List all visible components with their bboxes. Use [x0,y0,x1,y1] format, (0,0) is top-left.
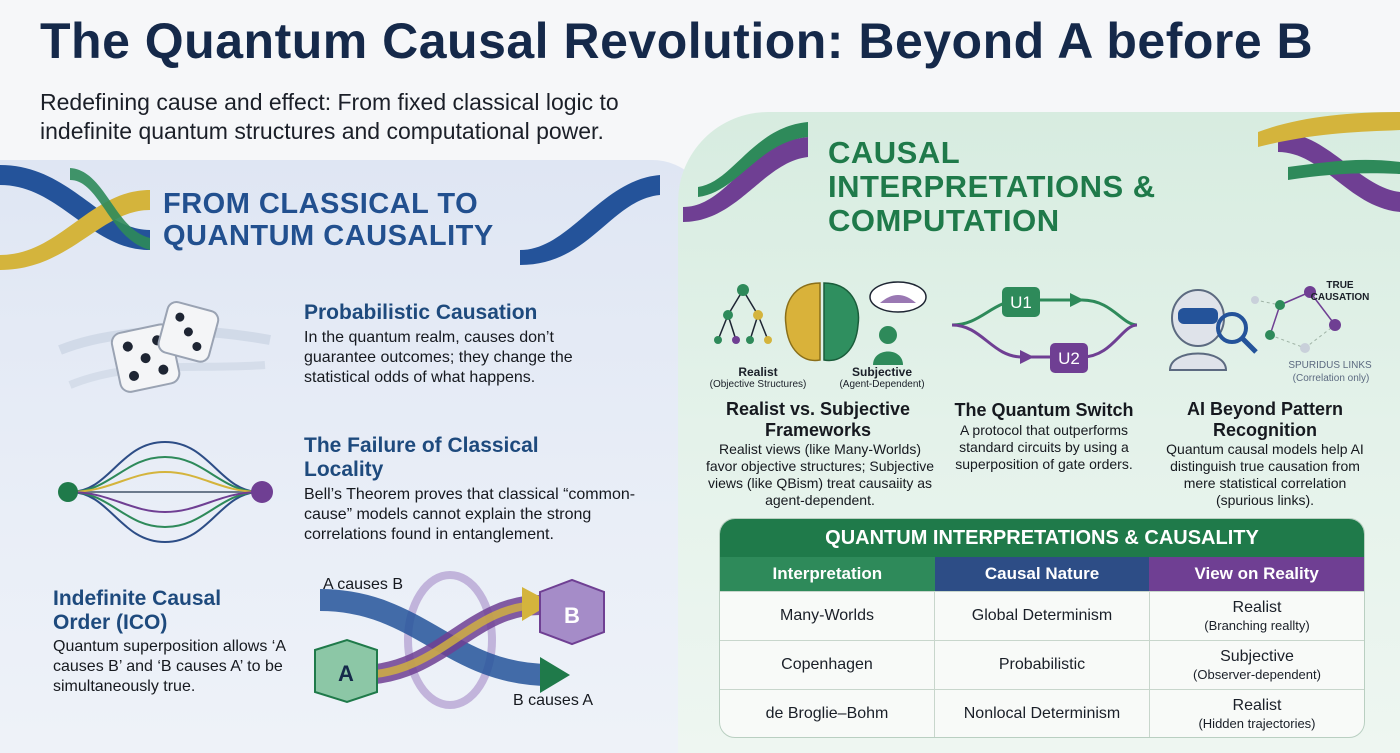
cell-view-main: Realist [1232,599,1282,616]
section-title-left: FROM CLASSICAL TO QUANTUM CAUSALITY [163,188,494,252]
item-title-locality: The Failure of Classical Locality [304,434,539,481]
cell-nature: Global Determinism [934,592,1149,640]
card-body-frameworks: Realist views (like Many-Worlds) favor o… [706,441,934,508]
cell-view: Subjective (Observer-dependent) [1149,641,1364,689]
cell-view-main: Realist [1232,697,1282,714]
col-view-on-reality: View on Reality [1149,557,1364,591]
table-header-row: Interpretation Causal Nature View on Rea… [720,557,1364,591]
label-a-causes-b: A causes B [323,576,404,593]
node-a-label: A [338,661,354,686]
cell-view: Realist (Hidden trajectories) [1149,690,1364,737]
item-body-probabilistic: In the quantum realm, causes don’t guara… [304,329,573,386]
tag-spurious: SPURIDUS LINKS [1288,360,1372,371]
gate-u2-label: U2 [1058,349,1080,368]
card-body-switch: A protocol that outperforms standard cir… [955,422,1133,472]
quantum-switch-icon: U1 U2 [952,287,1137,373]
item-body-locality: Bell’s Theorem proves that classical “co… [304,486,636,543]
item-title-ico: Indefinite Causal Order (ICO) [53,587,222,634]
gate-u1-label: U1 [1010,293,1032,312]
page-title: The Quantum Causal Revolution: Beyond A … [40,13,1314,69]
table-row: Many-Worlds Global Determinism Realist (B… [720,591,1364,640]
tag-subjective-sub: (Agent-Dependent) [839,379,925,390]
card-body-ai: Quantum causal models help AI distinguis… [1166,441,1364,508]
tag-spurious-sub: (Correlation only) [1292,373,1370,384]
table-row: Copenhagen Probabilistic Subjective (Obse… [720,640,1364,689]
cell-view: Realist (Branching reallty) [1149,592,1364,640]
cell-nature: Probabilistic [934,641,1149,689]
label-b-causes-a: B causes A [513,692,594,709]
crossing-arrows-icon: B A [314,571,605,709]
item-title-probabilistic: Probabilistic Causation [304,301,538,324]
brain-icon [714,281,927,365]
right-ribbon-icon [683,112,1400,222]
cell-view-sub: (Branching reallty) [1204,618,1310,633]
cell-view-sub: (Hidden trajectories) [1198,716,1316,731]
left-ribbon-icon [0,165,660,270]
tag-realist-sub: (Objective Structures) [709,379,807,390]
col-causal-nature: Causal Nature [934,557,1150,591]
node-b-label: B [564,603,580,628]
cell-nature: Nonlocal Determinism [934,690,1149,737]
tag-true-causation: TRUE CAUSATION [1310,280,1370,303]
entangled-waves-icon [58,440,273,544]
cell-interpretation: de Broglie–Bohm [765,705,889,722]
cell-interpretation: Many-Worlds [780,607,874,624]
card-title-ai: AI Beyond Pattern Recognition [1186,399,1344,440]
table-row: de Broglie–Bohm Nonlocal Determinism Rea… [720,689,1364,737]
cell-interpretation: Copenhagen [781,656,873,673]
card-title-switch: The Quantum Switch [954,400,1134,420]
tag-subjective: Subjective [851,365,913,379]
table-title: QUANTUM INTERPRETATIONS & CAUSALITY [720,519,1364,557]
col-interpretation: Interpretation [720,557,935,591]
section-title-right: CAUSAL INTERPRETATIONS & COMPUTATION [828,135,1156,238]
item-body-ico: Quantum superposition allows ‘A causes B… [53,638,286,695]
page-subtitle: Redefining cause and effect: From fixed … [40,89,619,144]
tag-realist: Realist [738,365,778,379]
cell-view-sub: (Observer-dependent) [1193,667,1321,682]
robot-icon [1168,286,1341,371]
dice-icon [58,301,271,393]
interpretations-table: QUANTUM INTERPRETATIONS & CAUSALITY Inte… [719,518,1365,738]
card-title-frameworks: Realist vs. Subjective Frameworks [725,399,911,440]
cell-view-main: Subjective [1220,648,1294,665]
